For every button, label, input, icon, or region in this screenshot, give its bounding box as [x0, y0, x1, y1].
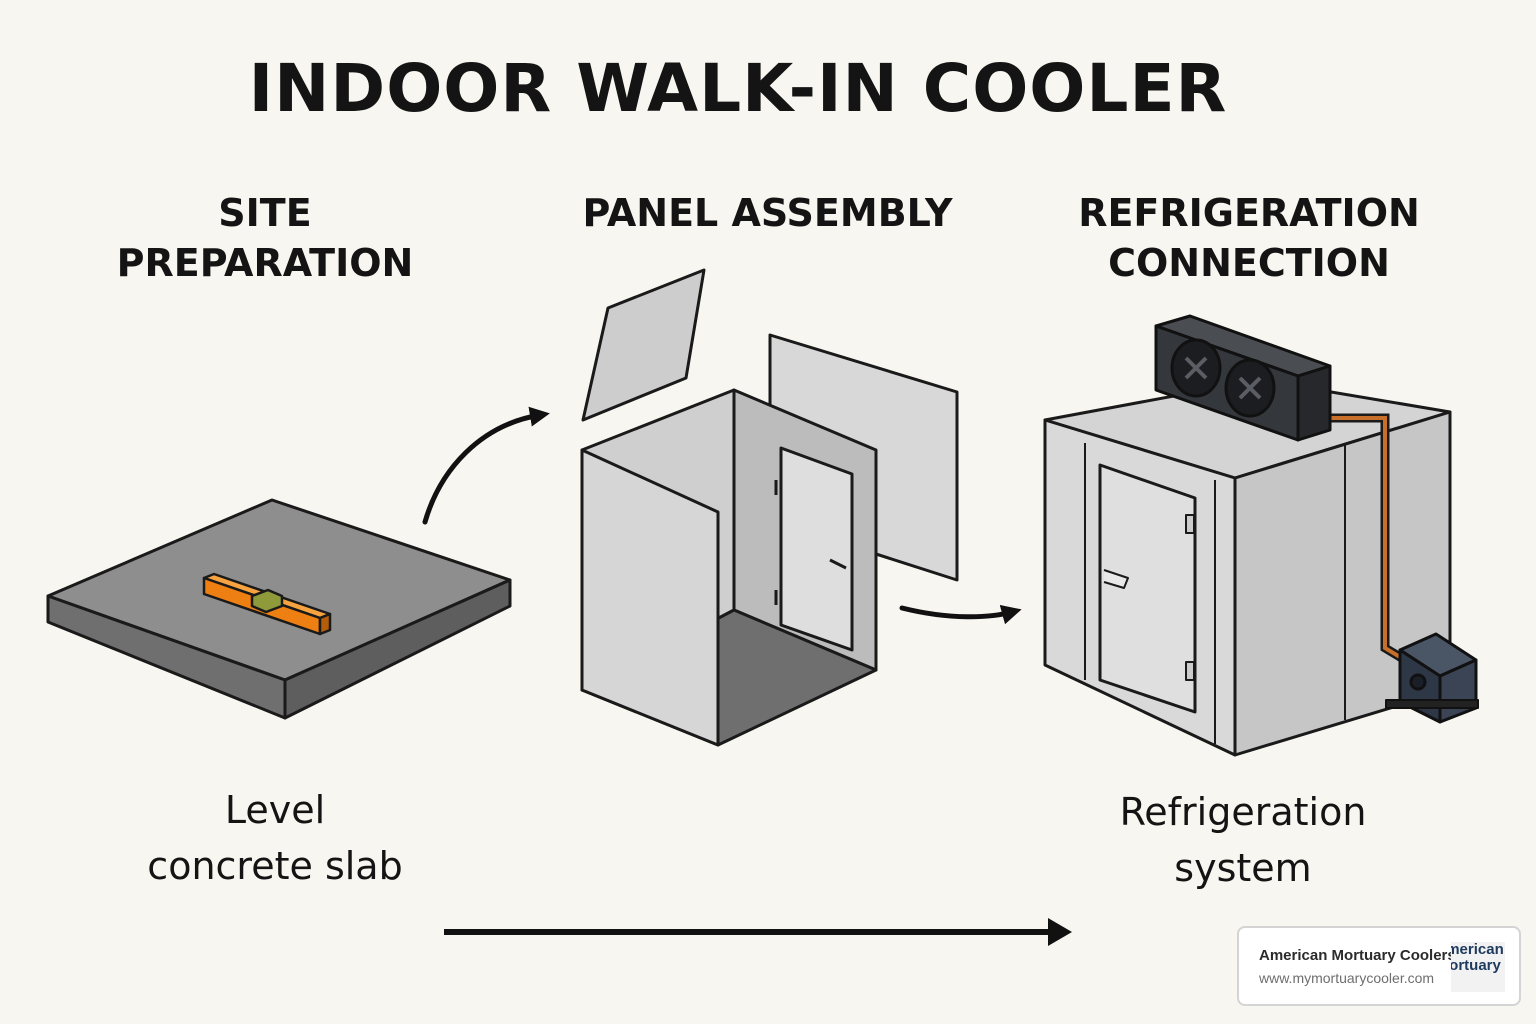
brand-logo-text: merican: [1451, 942, 1504, 958]
curved-arrow-1: [422, 406, 550, 525]
brand-badge[interactable]: American Mortuary Coolers www.mymortuary…: [1237, 926, 1521, 1006]
spirit-level-icon: [202, 572, 332, 636]
brand-url[interactable]: www.mymortuarycooler.com: [1259, 970, 1435, 986]
brand-logo: merican ortuary: [1451, 942, 1505, 992]
caption-site-preparation: Level concrete slab: [110, 782, 440, 894]
step-title-site-preparation: SITE PREPARATION: [116, 191, 414, 285]
curved-arrow-2: [899, 604, 1022, 625]
brand-logo-text: ortuary: [1451, 957, 1501, 974]
caption-line: system: [1174, 846, 1312, 890]
caption-line: Level: [224, 788, 326, 832]
condenser-fan-unit: [1154, 314, 1332, 442]
compressor-unit: [1385, 632, 1479, 724]
panel-assembly-box: [580, 268, 959, 747]
step-title-line: REFRIGERATION: [1078, 191, 1420, 235]
step-title-line: CONNECTION: [1108, 241, 1390, 285]
brand-name: American Mortuary Coolers: [1259, 947, 1456, 964]
page-title: INDOOR WALK-IN COOLER: [248, 50, 1228, 127]
step-title-refrigeration-connection: REFRIGERATION CONNECTION: [1060, 188, 1438, 288]
caption-line: Refrigeration: [1119, 790, 1367, 834]
walk-in-cooler: [1043, 378, 1452, 757]
step-title-panel-assembly: PANEL ASSEMBLY: [582, 191, 953, 235]
caption-line: concrete slab: [147, 844, 403, 888]
caption-refrigeration: Refrigeration system: [1080, 784, 1406, 896]
concrete-slab: [46, 498, 512, 720]
